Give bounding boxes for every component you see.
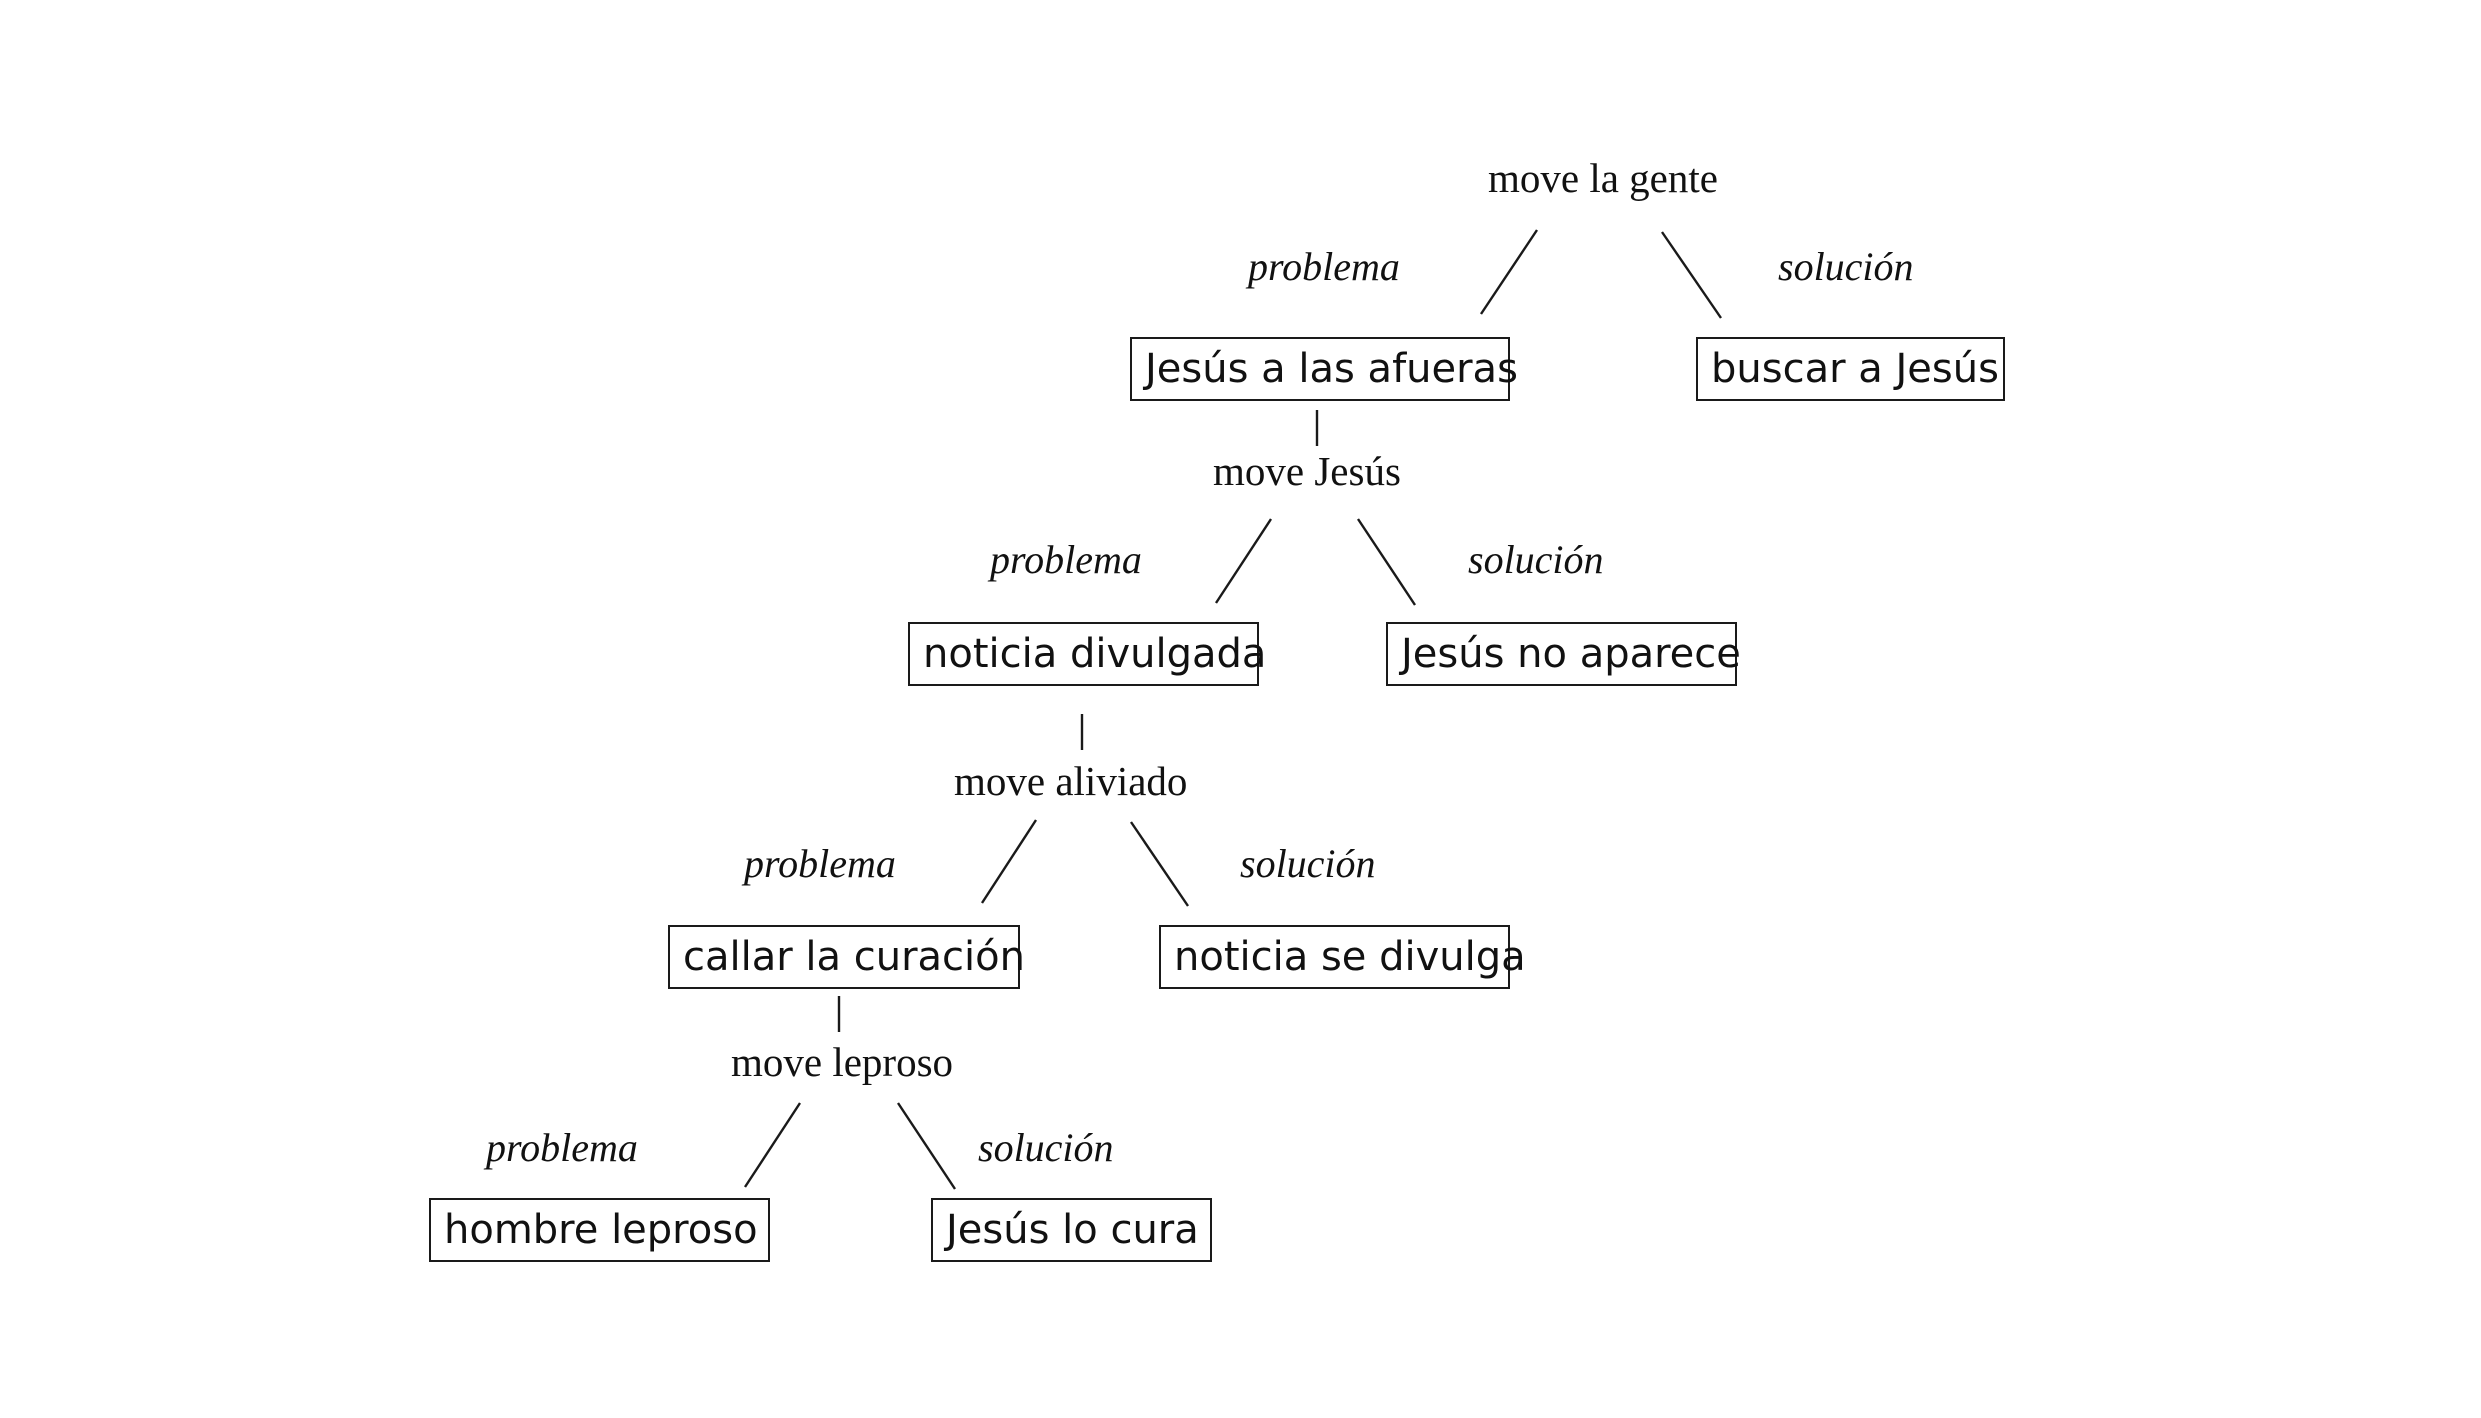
relation-label-problema: problema (486, 1125, 638, 1170)
box-jesus-no-aparece: Jesús no aparece (1386, 622, 1741, 686)
branch-line (896, 1102, 957, 1190)
relation-label-problema: problema (1248, 244, 1400, 289)
box-callar-curacion: callar la curación (668, 925, 1025, 989)
branch-line (1130, 821, 1189, 907)
move-node-leproso: move leproso (731, 1039, 954, 1085)
branch-line (1661, 231, 1722, 319)
box-hombre-leproso: hombre leproso (429, 1198, 770, 1262)
branch-line (743, 1102, 802, 1188)
box-jesus-afueras: Jesús a las afueras (1130, 337, 1518, 401)
move-node-aliviado: move aliviado (954, 758, 1188, 804)
relation-label-problema: problema (990, 537, 1142, 582)
box-buscar-jesus: buscar a Jesús (1696, 337, 2005, 401)
move-node-gente: move la gente (1488, 155, 1718, 201)
branch-line (980, 819, 1038, 904)
move-node-jesus: move Jesús (1213, 448, 1401, 494)
relation-label-solucion: solución (1778, 244, 1914, 289)
branch-line (1480, 229, 1538, 315)
box-noticia-divulgada: noticia divulgada (908, 622, 1266, 686)
relation-label-problema: problema (744, 841, 896, 886)
box-jesus-lo-cura: Jesús lo cura (931, 1198, 1212, 1262)
box-noticia-se-divulga: noticia se divulga (1159, 925, 1526, 989)
relation-label-solucion: solución (978, 1125, 1114, 1170)
relation-label-solucion: solución (1468, 537, 1604, 582)
relation-label-solucion: solución (1240, 841, 1376, 886)
branch-line (1356, 518, 1417, 606)
branch-line (1214, 518, 1273, 604)
